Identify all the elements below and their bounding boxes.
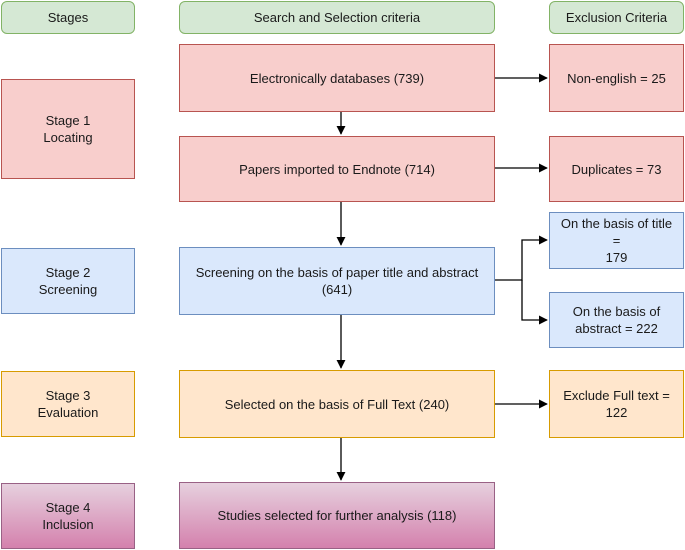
process-databases: Electronically databases (739) <box>179 44 495 112</box>
exclusion-fulltext: Exclude Full text = 122 <box>549 370 684 438</box>
stage-2-box: Stage 2 Screening <box>1 248 135 314</box>
stage-4-subtitle: Inclusion <box>42 517 94 532</box>
header-stages: Stages <box>1 1 135 34</box>
header-criteria: Search and Selection criteria <box>179 1 495 34</box>
stage-3-title: Stage 3 <box>45 388 91 403</box>
exclusion-fulltext-count: 122 <box>605 405 628 420</box>
stage-3-subtitle: Evaluation <box>37 405 99 420</box>
header-exclusion-label: Exclusion Criteria <box>565 10 668 25</box>
stage-4-title: Stage 4 <box>45 500 91 515</box>
process-screening-label: Screening on the basis of paper title an… <box>195 265 479 280</box>
process-screening: Screening on the basis of paper title an… <box>179 247 495 315</box>
stage-1-box: Stage 1 Locating <box>1 79 135 179</box>
exclusion-nonenglish: Non-english = 25 <box>549 44 684 112</box>
process-studies: Studies selected for further analysis (1… <box>179 482 495 549</box>
header-criteria-label: Search and Selection criteria <box>253 10 421 25</box>
stage-1-subtitle: Locating <box>43 130 93 145</box>
exclusion-abstract: On the basis of abstract = 222 <box>549 292 684 348</box>
process-studies-label: Studies selected for further analysis (1… <box>217 508 457 523</box>
exclusion-duplicates-label: Duplicates = 73 <box>571 161 662 177</box>
stage-3-box: Stage 3 Evaluation <box>1 371 135 437</box>
process-fulltext: Selected on the basis of Full Text (240) <box>179 370 495 438</box>
exclusion-abstract-label: On the basis of <box>572 304 661 319</box>
exclusion-duplicates: Duplicates = 73 <box>549 136 684 202</box>
exclusion-title-label: On the basis of title = <box>560 216 673 248</box>
header-stages-label: Stages <box>47 10 89 25</box>
stage-4-box: Stage 4 Inclusion <box>1 483 135 549</box>
exclusion-abstract-count: abstract = 222 <box>575 321 658 336</box>
stage-1-title: Stage 1 <box>45 113 91 128</box>
process-screening-count: (641) <box>321 282 353 297</box>
process-fulltext-label: Selected on the basis of Full Text (240) <box>224 396 450 412</box>
process-endnote: Papers imported to Endnote (714) <box>179 136 495 202</box>
stage-2-subtitle: Screening <box>38 282 98 297</box>
exclusion-nonenglish-label: Non-english = 25 <box>567 70 666 86</box>
exclusion-title-count: 179 <box>605 250 628 265</box>
process-databases-label: Electronically databases (739) <box>249 70 425 86</box>
arrow-screening-to-abstract <box>521 280 548 325</box>
header-exclusion: Exclusion Criteria <box>549 1 684 34</box>
exclusion-fulltext-label: Exclude Full text = <box>563 388 670 403</box>
exclusion-title: On the basis of title = 179 <box>549 212 684 269</box>
process-endnote-label: Papers imported to Endnote (714) <box>239 161 435 177</box>
arrow-screening-to-title <box>494 235 548 281</box>
stage-2-title: Stage 2 <box>45 265 91 280</box>
